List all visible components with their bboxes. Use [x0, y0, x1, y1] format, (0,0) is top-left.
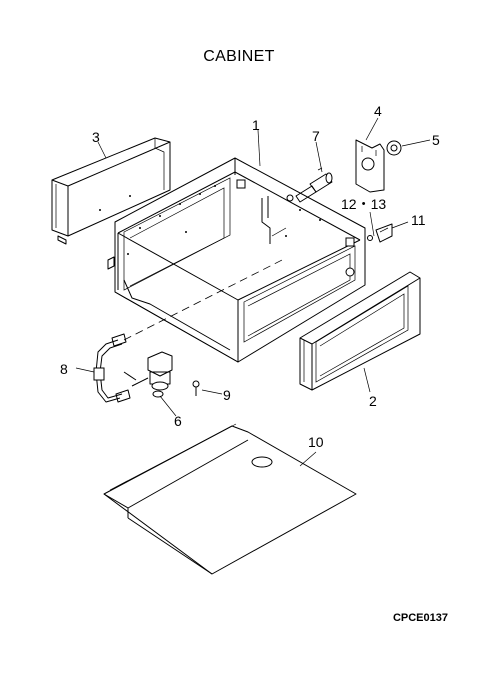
part-11-clip [367, 223, 393, 243]
callout-2: 2 [369, 393, 377, 409]
callout-6: 6 [174, 413, 182, 429]
callout-5: 5 [432, 132, 440, 148]
diagram-title: CABINET [203, 48, 275, 65]
callout-4: 4 [374, 103, 382, 119]
part-8-hose [93, 333, 131, 403]
part-5-nut [386, 140, 402, 156]
callout-1: 1 [252, 117, 260, 133]
part-2-front-panel [299, 271, 421, 391]
callout-8: 8 [60, 361, 68, 377]
part-6-valve [123, 351, 173, 398]
callout-7: 7 [312, 128, 320, 144]
part-4-bracket [355, 139, 385, 193]
document-code: CPCE0137 [392, 612, 448, 624]
callout-11: 11 [411, 212, 426, 228]
assembly-guide-line [123, 257, 287, 341]
part-7-shaft [295, 167, 333, 203]
callout-10: 10 [308, 434, 324, 450]
callout-3: 3 [92, 129, 100, 145]
leader-lines [75, 117, 431, 467]
part-10-bottom-plate [103, 423, 357, 575]
part-1-cabinet-body [107, 157, 366, 363]
callout-9: 9 [223, 387, 231, 403]
part-9-screw [192, 380, 200, 396]
callout-12-13: 12・13 [341, 196, 387, 212]
part-3-side-panel [51, 137, 171, 245]
